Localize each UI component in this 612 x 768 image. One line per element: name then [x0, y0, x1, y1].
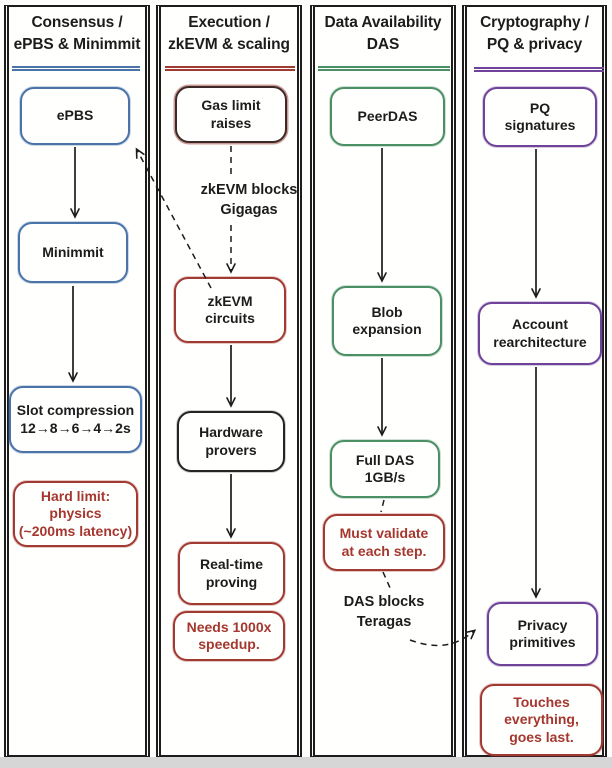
header-underline-cryptography	[474, 67, 604, 72]
node-blob-expansion: Blob expansion	[332, 286, 442, 356]
node-peerdas: PeerDAS	[330, 87, 445, 146]
node-realtime-proving: Real-time proving	[178, 542, 285, 605]
note-touches-everything: Touches everything, goes last.	[480, 684, 603, 756]
node-full-das: Full DAS 1GB/s	[330, 440, 440, 498]
node-zkevm-circuits: zkEVM circuits	[174, 277, 286, 343]
note-must-validate: Must validate at each step.	[323, 514, 445, 571]
header-underline-execution	[165, 66, 295, 71]
note-hard-limit: Hard limit: physics (~200ms latency)	[13, 481, 138, 547]
header-underline-consensus	[12, 66, 140, 71]
node-slot-compression: Slot compression 12→8→6→4→2s	[9, 386, 142, 453]
column-title-consensus: Consensus / ePBS & Minimmit	[13, 14, 141, 54]
header-underline-data-availability	[318, 66, 450, 71]
node-hardware-provers: Hardware provers	[177, 411, 285, 472]
node-epbs: ePBS	[20, 87, 130, 145]
node-account-rearchitecture: Account rearchitecture	[478, 302, 602, 365]
node-privacy-primitives: Privacy primitives	[487, 602, 598, 666]
node-pq-signatures: PQ signatures	[483, 87, 597, 147]
column-title-execution: Execution / zkEVM & scaling	[168, 14, 290, 54]
note-needs-speedup: Needs 1000x speedup.	[173, 611, 285, 661]
column-title-cryptography: Cryptography / PQ & privacy	[480, 14, 589, 54]
node-minimmit: Minimmit	[18, 222, 128, 283]
bottom-edge-bar	[0, 757, 612, 768]
column-title-data-availability: Data Availability DAS	[324, 14, 442, 54]
label-zkevm-blocks-gigagas: zkEVM blocks Gigagas	[200, 182, 298, 218]
label-das-blocks-teragas: DAS blocks Teragas	[343, 594, 425, 630]
node-gas-limit-raises: Gas limit raises	[175, 86, 287, 143]
